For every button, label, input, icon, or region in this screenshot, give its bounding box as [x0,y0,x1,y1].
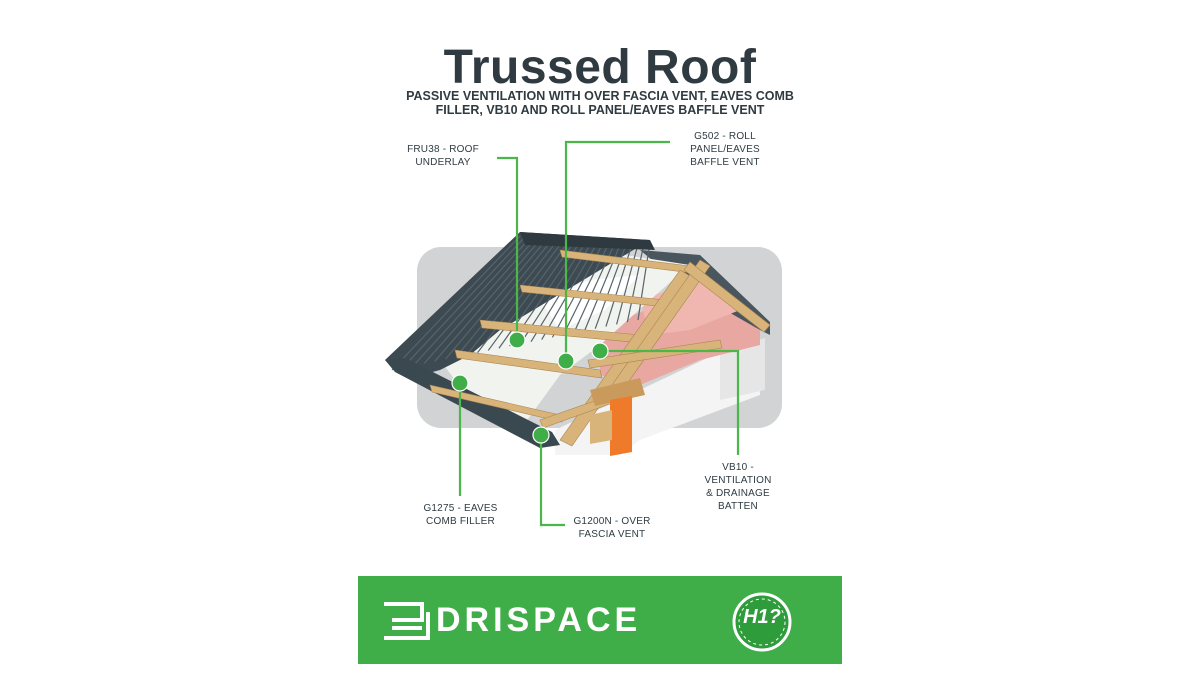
roof-rib [626,241,645,323]
h1-badge-icon [732,592,792,652]
drispace-logo-icon [384,602,430,640]
roof-rib [423,236,538,364]
h1-badge-text: H1? [743,606,781,628]
fascia-orange [610,396,632,456]
dot-vb10 [591,342,609,360]
page-subtitle: PASSIVE VENTILATION WITH OVER FASCIA VEN… [406,89,794,117]
brand-name: DRISPACE [436,601,642,639]
roof-rib [391,235,521,371]
roof-rib [594,240,628,329]
roof-rib [445,236,549,360]
page-title: Trussed Roof [443,41,757,94]
roof-rib [477,237,566,353]
dot-fascia-vent [532,426,550,444]
roof-rib [487,237,572,351]
dot-comb-filler [451,374,469,392]
roof-rib [434,236,544,362]
roof-rib [637,241,651,321]
roof-rib [616,241,640,325]
roof-rib [466,237,561,356]
wall-plate [590,378,645,406]
fascia-gutter [385,358,560,448]
leader-dots [451,331,609,444]
roof-rib [605,241,634,327]
dot-roll-panel [557,352,575,370]
roof-rib [402,235,527,369]
roof-rib [412,236,532,367]
dot-roof-underlay [508,331,526,349]
roof-rib [455,237,555,358]
leader-lines [458,140,740,527]
roof-rib [583,240,623,332]
roof-trusses [539,259,771,447]
brand-banner: DRISPACE H1? [358,576,842,664]
timber-battens [429,249,693,423]
